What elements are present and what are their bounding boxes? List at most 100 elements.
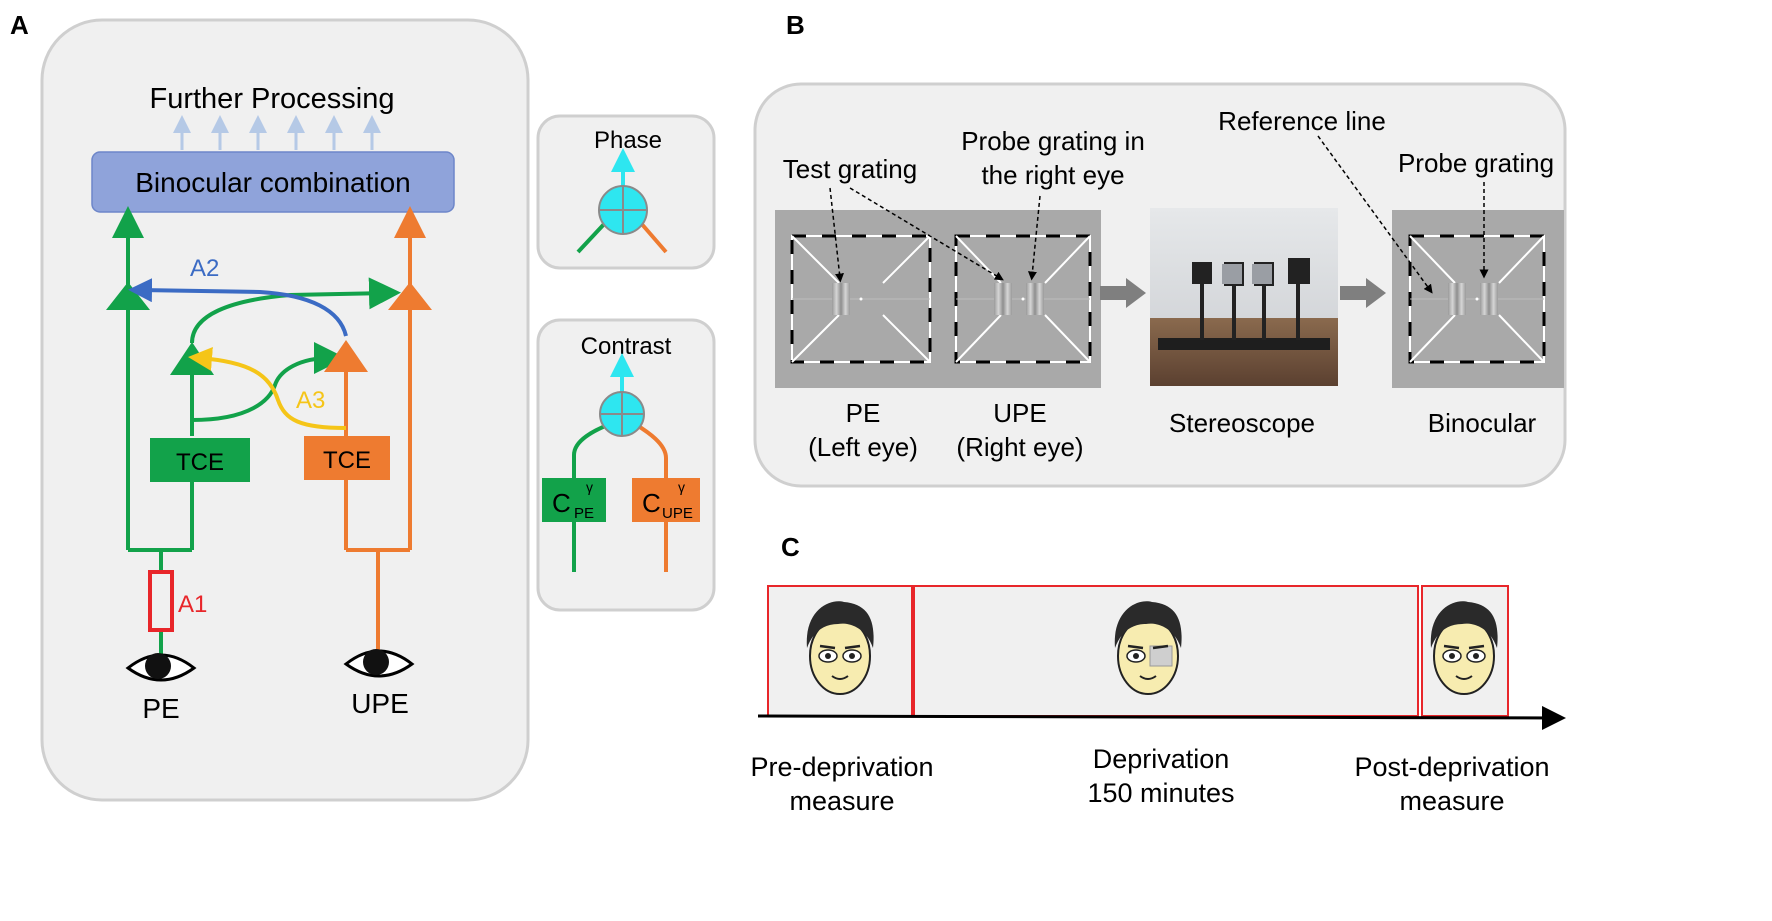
- grating-patch: [1026, 283, 1044, 315]
- pe-pathway: [112, 206, 401, 655]
- pre-label-2: measure: [789, 786, 894, 816]
- stereoscope-label: Stereoscope: [1169, 408, 1315, 438]
- face-mouth: [1455, 675, 1473, 680]
- diagonal-line: [1409, 314, 1456, 363]
- panel-c-label: C: [781, 532, 800, 562]
- probe-right-label-1: Probe grating in: [961, 126, 1145, 156]
- upe-stimulus-display: [954, 234, 1092, 364]
- annotation-leaders: [829, 135, 1489, 294]
- grating-patch: [994, 283, 1012, 315]
- a3-label: A3: [296, 387, 325, 414]
- face-left-brow: [1443, 644, 1460, 650]
- contrast-label: Contrast: [581, 333, 672, 360]
- probe-right-label-2: the right eye: [981, 160, 1124, 190]
- a3-arrow: [188, 346, 347, 430]
- further-processing-arrows: [173, 115, 381, 150]
- flow-arrow-to-binocular: [1340, 278, 1386, 308]
- face-right-brow: [1468, 644, 1485, 650]
- face-pre-icon: [806, 601, 874, 695]
- face-mouth: [831, 675, 849, 680]
- tce-left-box: [150, 438, 250, 482]
- phase-label: Phase: [594, 127, 662, 154]
- c-pe-base: C: [552, 488, 571, 518]
- face-post-icon: [1430, 601, 1498, 695]
- a1-label: A1: [178, 591, 207, 618]
- binocular-combination-label: Binocular combination: [135, 167, 411, 198]
- fixation-dot: [859, 297, 863, 301]
- binocular-stimulus-display: [1392, 210, 1564, 388]
- face-mouth: [1139, 675, 1157, 680]
- diagonal-line: [1498, 314, 1545, 363]
- post-label-1: Post-deprivation: [1354, 752, 1549, 782]
- face-hair: [1430, 601, 1498, 648]
- grating-patch: [832, 283, 850, 315]
- upe-label: UPE: [351, 688, 409, 719]
- c-pe-sup: γ: [586, 479, 593, 495]
- upe-eye-icon: [343, 649, 415, 678]
- upe-display-label-1: UPE: [993, 398, 1046, 428]
- tce-left-label: TCE: [176, 449, 224, 476]
- face-hair: [806, 601, 874, 648]
- c-upe-sup: γ: [678, 479, 685, 495]
- fixation-dot: [1475, 297, 1479, 301]
- diagonal-line: [791, 235, 840, 284]
- probe-grating-label: Probe grating: [1398, 148, 1554, 178]
- diagonal-line: [882, 235, 931, 284]
- a1-attenuator: [148, 570, 174, 632]
- face-hair: [1114, 601, 1182, 648]
- pe-eye-icon: [125, 653, 197, 682]
- face-left-brow: [1127, 644, 1144, 650]
- deprivation-label-1: Deprivation: [1093, 744, 1230, 774]
- tce-right-label: TCE: [323, 447, 371, 474]
- c-upe-box: [632, 478, 700, 522]
- diagonal-line: [955, 235, 1002, 284]
- face-right-brow: [1152, 644, 1169, 650]
- face-patched-icon: [1114, 601, 1182, 695]
- tce-right-box: [304, 436, 390, 480]
- diagonal-line: [1044, 314, 1091, 363]
- upe-monocular-triangle: [388, 282, 432, 310]
- upe-tce-triangle: [324, 340, 368, 372]
- pe-label: PE: [142, 693, 179, 724]
- binocular-combination-box: [91, 151, 455, 213]
- panel-b-label: B: [786, 10, 805, 40]
- upe-display-label-2: (Right eye): [956, 432, 1083, 462]
- fixation-dot: [1021, 297, 1025, 301]
- fusion-frame-dashes: [790, 234, 932, 364]
- pe-monocular-triangle: [106, 282, 150, 310]
- diagonal-line: [1409, 235, 1456, 284]
- c-upe-sub: UPE: [662, 505, 693, 522]
- face-left-pupil: [1449, 653, 1455, 659]
- diagonal-line: [1498, 235, 1545, 284]
- face-right-pupil: [1473, 653, 1479, 659]
- deprivation-label-2: 150 minutes: [1087, 778, 1234, 808]
- c-pe-sub: PE: [574, 505, 594, 522]
- timeline-arrow: [757, 705, 1566, 730]
- diagonal-line: [791, 314, 840, 363]
- panel-a-label: A: [10, 10, 29, 40]
- grating-patch: [1480, 283, 1498, 315]
- c-pe-box: [542, 478, 606, 522]
- face-left-pupil: [1133, 653, 1139, 659]
- post-label-2: measure: [1399, 786, 1504, 816]
- phase-green-input: [576, 220, 608, 254]
- face-right-brow: [844, 644, 861, 650]
- diagonal-line: [1044, 235, 1091, 284]
- a2-label: A2: [190, 255, 219, 282]
- a2-arrow: [128, 278, 348, 337]
- binocular-label: Binocular: [1428, 408, 1537, 438]
- phase-orange-input: [638, 220, 668, 254]
- phase-sum-icon: [598, 185, 648, 235]
- diagonal-line: [882, 314, 931, 363]
- further-processing-label: Further Processing: [150, 83, 395, 115]
- grating-patch: [1448, 283, 1466, 315]
- diagonal-line: [955, 314, 1002, 363]
- reference-line-label: Reference line: [1218, 106, 1386, 136]
- face-left-pupil: [825, 653, 831, 659]
- test-grating-label: Test grating: [783, 154, 917, 184]
- flow-arrow-to-stereoscope: [1100, 278, 1146, 308]
- contrast-box: [536, 318, 716, 612]
- pre-label-1: Pre-deprivation: [750, 752, 933, 782]
- contrast-sum-icon: [599, 391, 645, 437]
